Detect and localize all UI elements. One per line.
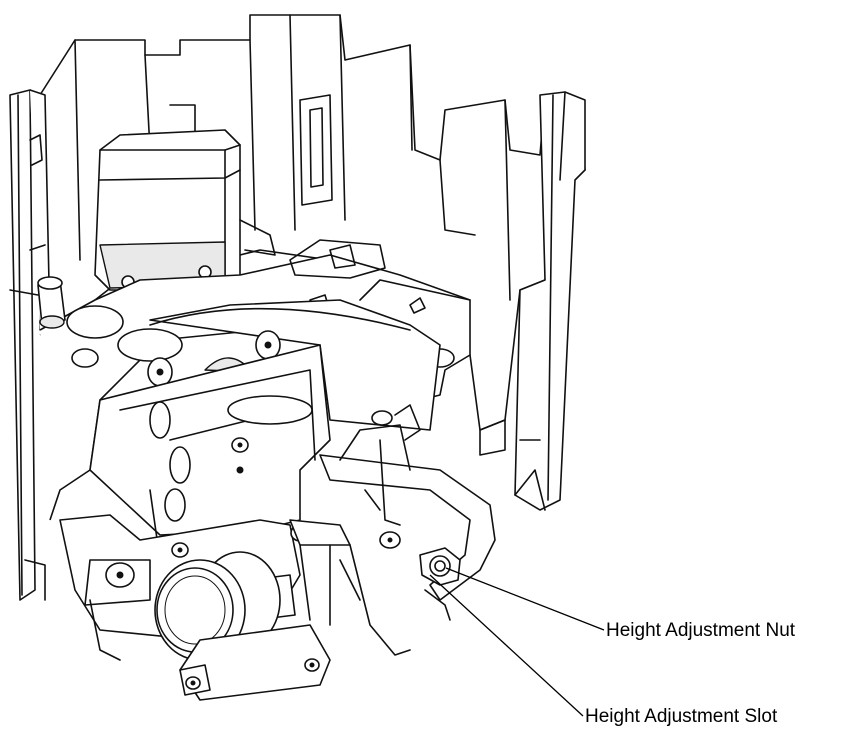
leader-slot	[429, 574, 584, 717]
label-height-adjustment-slot: Height Adjustment Slot	[585, 706, 778, 727]
motor-block	[94, 129, 276, 299]
lens-barrel	[154, 551, 281, 661]
label-height-adjustment-nut: Height Adjustment Nut	[606, 620, 796, 641]
left-rail	[9, 89, 51, 601]
right-rail	[479, 91, 586, 511]
leader-nut	[445, 567, 605, 631]
lower-plate	[179, 544, 411, 701]
tilt-frame	[89, 299, 441, 561]
callout-leaders	[429, 567, 605, 717]
right-bracket	[319, 404, 496, 601]
housing-back-panels	[39, 14, 586, 431]
left-post	[9, 276, 66, 329]
